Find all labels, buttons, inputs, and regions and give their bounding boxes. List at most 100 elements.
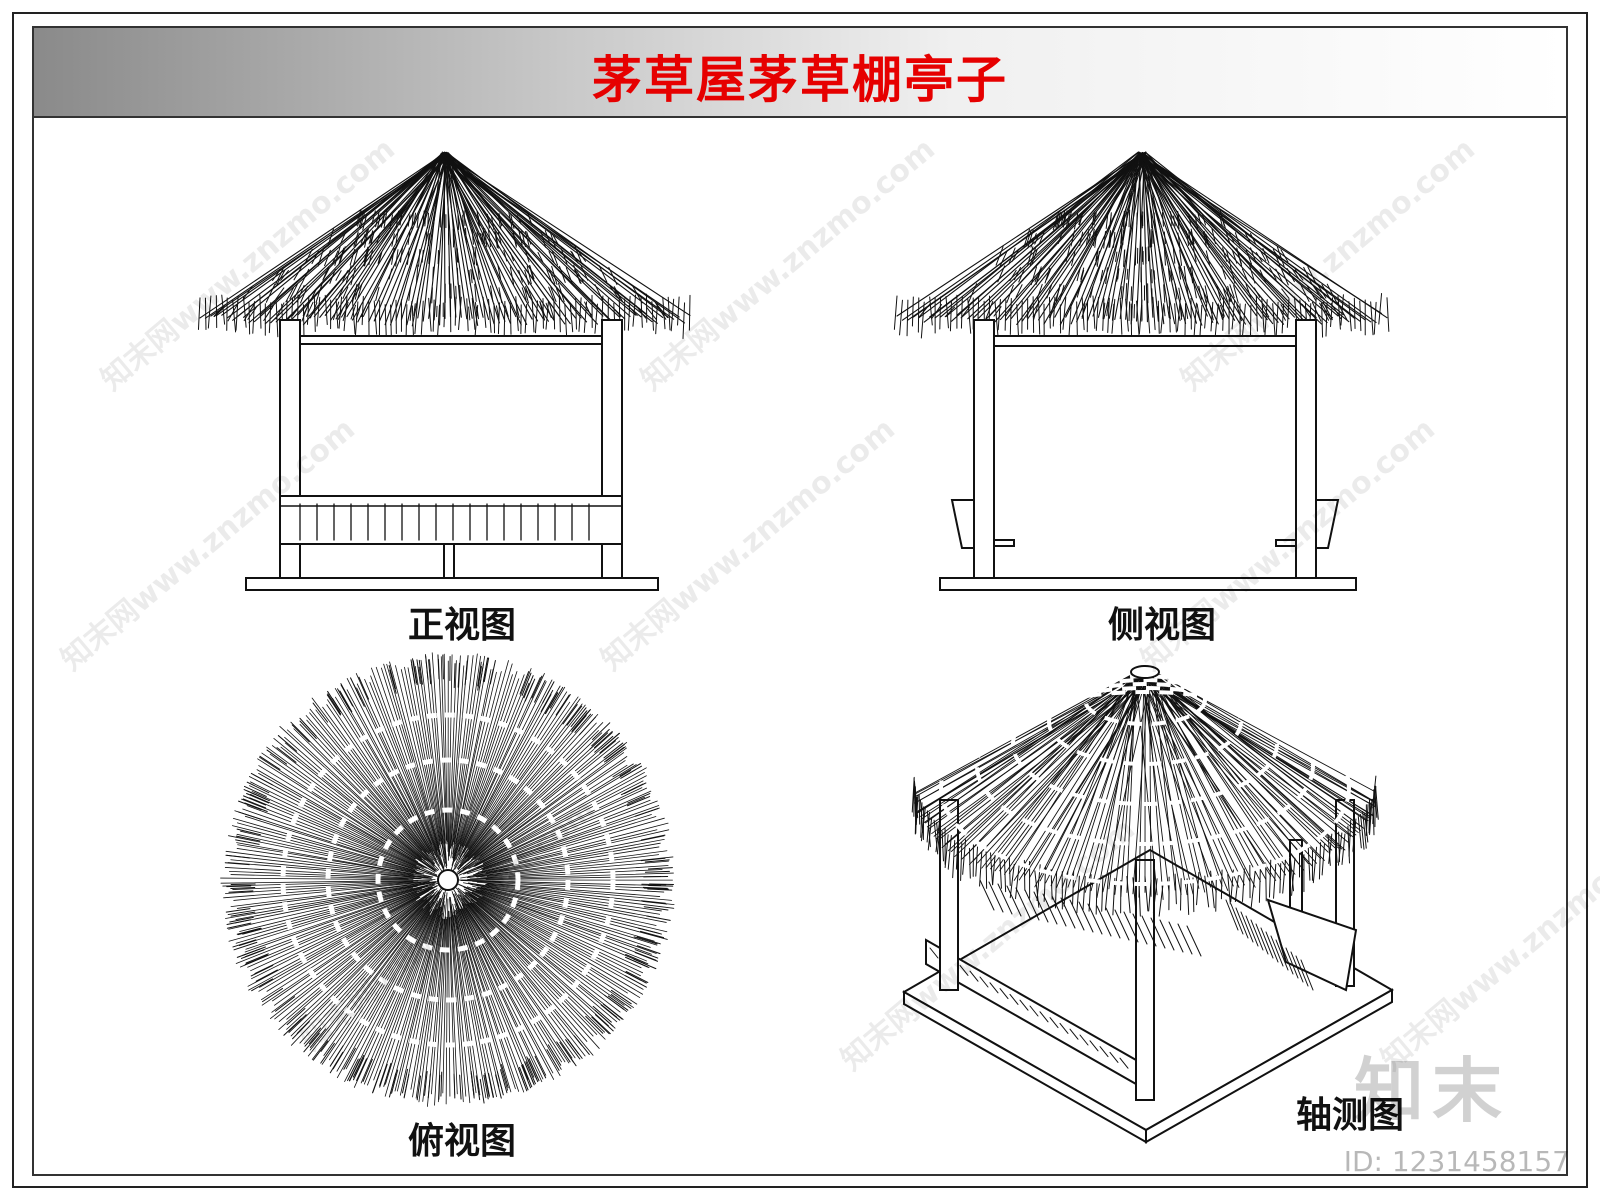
thatch-dash xyxy=(1188,214,1192,227)
plan-strand xyxy=(468,772,645,870)
plan-fringe xyxy=(242,795,267,806)
plan-strand xyxy=(480,886,657,926)
thatch-fringe xyxy=(259,294,262,329)
front-view-label: 正视图 xyxy=(408,604,517,646)
plan-fringe xyxy=(320,1042,335,1064)
thatch-dash xyxy=(1320,302,1331,320)
thatch-dash xyxy=(1307,266,1317,285)
thatch-dash xyxy=(1303,266,1313,285)
plan-strand xyxy=(260,900,417,1001)
plan-fringe xyxy=(647,867,673,870)
plan-strand xyxy=(261,752,436,872)
thatch-fringe xyxy=(232,299,237,333)
plan-strand xyxy=(302,721,440,871)
thatch-fringe xyxy=(939,296,942,330)
thatch-dash xyxy=(1218,306,1223,320)
plan-fringe xyxy=(251,978,274,992)
plan-fringe xyxy=(388,1073,397,1098)
thatch-dash xyxy=(388,268,393,280)
thatch-dash xyxy=(1306,285,1317,301)
plan-fringe xyxy=(574,713,592,733)
plan-fringe xyxy=(500,1069,508,1094)
plan-fringe xyxy=(236,927,261,935)
plan-strand xyxy=(327,699,431,853)
plan-fringe xyxy=(549,686,564,709)
thatch-dash xyxy=(428,247,431,265)
thatch-dash xyxy=(1080,269,1085,283)
plan-fringe xyxy=(242,798,267,809)
thatch-fringe xyxy=(411,305,414,336)
thatch-dash xyxy=(498,212,503,227)
thatch-dash xyxy=(548,286,555,301)
plan-strand xyxy=(477,886,668,933)
inner-rail-strand xyxy=(1132,913,1148,945)
plan-strand xyxy=(384,906,441,1097)
thatch-dash xyxy=(296,284,305,303)
plan-fringe xyxy=(235,839,260,845)
dome-fringe xyxy=(1242,868,1245,902)
thatch-dash xyxy=(1093,211,1097,226)
dome-fringe xyxy=(1352,818,1357,852)
plan-fringe xyxy=(640,900,666,904)
thatch-dash xyxy=(342,270,349,282)
thatch-dash xyxy=(1229,231,1235,244)
dome-fringe xyxy=(960,842,963,881)
plan-fringe xyxy=(299,717,317,737)
thatch-dash xyxy=(1116,266,1119,282)
thatch-dash xyxy=(242,285,254,300)
thatch-strand xyxy=(978,151,1144,319)
plan-strand xyxy=(457,894,570,1064)
thatch-dash xyxy=(377,251,382,264)
thatch-dash xyxy=(263,306,273,322)
inner-rail-strand xyxy=(1290,951,1304,983)
plan-fringe xyxy=(233,941,258,951)
thatch-dash xyxy=(317,246,325,267)
thatch-dash xyxy=(470,269,473,284)
thatch-dash xyxy=(518,269,523,283)
plan-strand xyxy=(453,655,481,843)
dome-strand xyxy=(1135,670,1217,893)
plan-fringe xyxy=(483,1074,489,1100)
thatch-dash xyxy=(509,266,515,285)
thatch-dash xyxy=(525,286,531,299)
thatch-dash xyxy=(993,306,1002,317)
thatch-dash xyxy=(275,267,285,285)
thatch-dash xyxy=(474,283,477,302)
plan-fringe xyxy=(288,1014,307,1032)
plan-strand xyxy=(269,753,437,873)
thatch-dash xyxy=(1125,211,1128,227)
thatch-dash xyxy=(580,264,589,281)
thatch-dash xyxy=(1067,210,1073,226)
dome-strand xyxy=(1126,673,1137,893)
bench-carving xyxy=(1089,1040,1099,1052)
plan-fringe xyxy=(603,742,624,759)
plan-strand xyxy=(373,908,438,1081)
thatch-dash xyxy=(1111,303,1115,321)
thatch-dash xyxy=(526,231,532,245)
thatch-strand xyxy=(1054,153,1140,318)
inner-rail-strand xyxy=(1060,897,1076,929)
dome-fringe xyxy=(927,817,933,851)
plan-strand xyxy=(457,883,647,962)
plan-strand xyxy=(429,659,448,867)
thatch-dash xyxy=(293,283,302,299)
plan-fringe xyxy=(585,1015,604,1034)
thatch-strand xyxy=(443,152,468,320)
dome-fringe xyxy=(1227,873,1231,905)
thatch-dash xyxy=(1217,211,1223,227)
thatch-strand xyxy=(1130,154,1142,325)
thatch-dash xyxy=(324,249,331,267)
thatch-fringe xyxy=(558,295,561,333)
thatch-dash xyxy=(1185,230,1190,246)
thatch-dash xyxy=(497,232,502,244)
inner-rail-strand xyxy=(1265,931,1279,963)
dome-layer-ring xyxy=(1047,678,1243,766)
thatch-strand xyxy=(1027,153,1143,320)
page-title: 茅草屋茅草棚亭子 xyxy=(592,51,1008,109)
plan-strand xyxy=(244,884,435,958)
thatch-dash xyxy=(1245,283,1252,300)
plan-strand xyxy=(465,891,638,1005)
thatch-dash xyxy=(364,248,369,267)
thatch-dash xyxy=(1259,269,1267,284)
plan-strand xyxy=(460,696,579,863)
